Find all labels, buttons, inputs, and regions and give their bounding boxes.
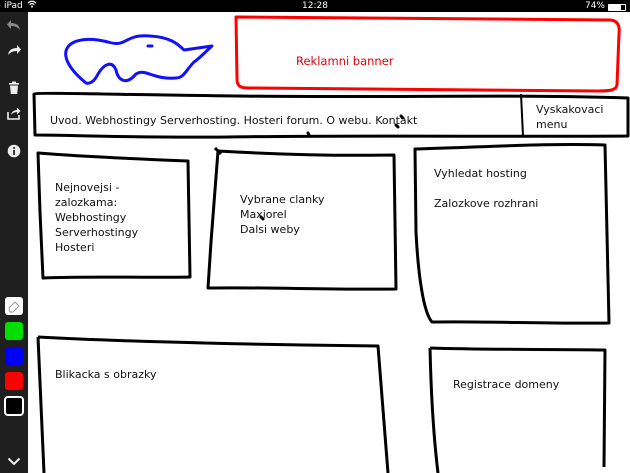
red-color-swatch[interactable] xyxy=(5,372,23,390)
box-search-frame xyxy=(413,142,611,325)
box-bookmarks-label: Nejnovejsi - zalozkama: Webhostingy Serv… xyxy=(55,181,139,254)
box-slider-label: Blikacka s obrazky xyxy=(55,368,157,381)
box-articles-dot xyxy=(259,215,265,221)
box-articles-label: Vybrane clanky Maxiorel Dalsi weby xyxy=(240,193,325,236)
nav-items-label: Uvod. Webhostingy Serverhosting. Hosteri… xyxy=(50,114,418,127)
drawing-canvas[interactable]: Reklamni banner Uvod. Webhostingy Server… xyxy=(28,12,630,473)
banner-label: Reklamni banner xyxy=(296,54,394,68)
nav-dot-marks xyxy=(306,114,405,137)
box-domain-label: Registrace domeny xyxy=(453,378,560,391)
clock: 12:28 xyxy=(302,1,328,11)
status-right: 74% xyxy=(585,0,626,12)
blue-color-swatch[interactable] xyxy=(5,347,23,365)
box-domain-frame xyxy=(428,346,607,473)
eraser-icon[interactable] xyxy=(5,297,23,315)
popup-menu-label: Vyskakovaci menu xyxy=(536,103,604,131)
nav-divider xyxy=(520,93,524,137)
box-bookmarks-frame xyxy=(36,151,192,280)
drawing-toolbar xyxy=(0,12,28,473)
share-icon[interactable] xyxy=(0,101,28,125)
trash-icon[interactable] xyxy=(0,76,28,100)
green-color-swatch[interactable] xyxy=(5,322,23,340)
nav-frame xyxy=(32,91,630,139)
box-slider-frame xyxy=(36,335,390,473)
sketch-strokes xyxy=(32,15,630,473)
chevron-down-icon[interactable] xyxy=(0,449,28,473)
info-icon[interactable] xyxy=(0,139,28,163)
box-search-label: Vyhledat hosting Zalozkove rozhrani xyxy=(434,167,539,210)
black-color-swatch[interactable] xyxy=(4,396,24,416)
banner-frame xyxy=(234,15,621,93)
wifi-icon xyxy=(27,0,37,12)
battery-icon xyxy=(608,3,626,11)
device-name: iPad xyxy=(4,1,23,11)
box-articles-frame xyxy=(206,149,398,291)
redo-icon[interactable] xyxy=(0,39,28,63)
undo-icon[interactable] xyxy=(0,14,28,38)
battery-percent: 74% xyxy=(584,1,605,11)
status-bar: iPad 12:28 74% xyxy=(0,0,630,12)
logo-drawing xyxy=(64,34,214,85)
box-articles-tick xyxy=(213,146,223,156)
status-left: iPad xyxy=(4,0,37,12)
